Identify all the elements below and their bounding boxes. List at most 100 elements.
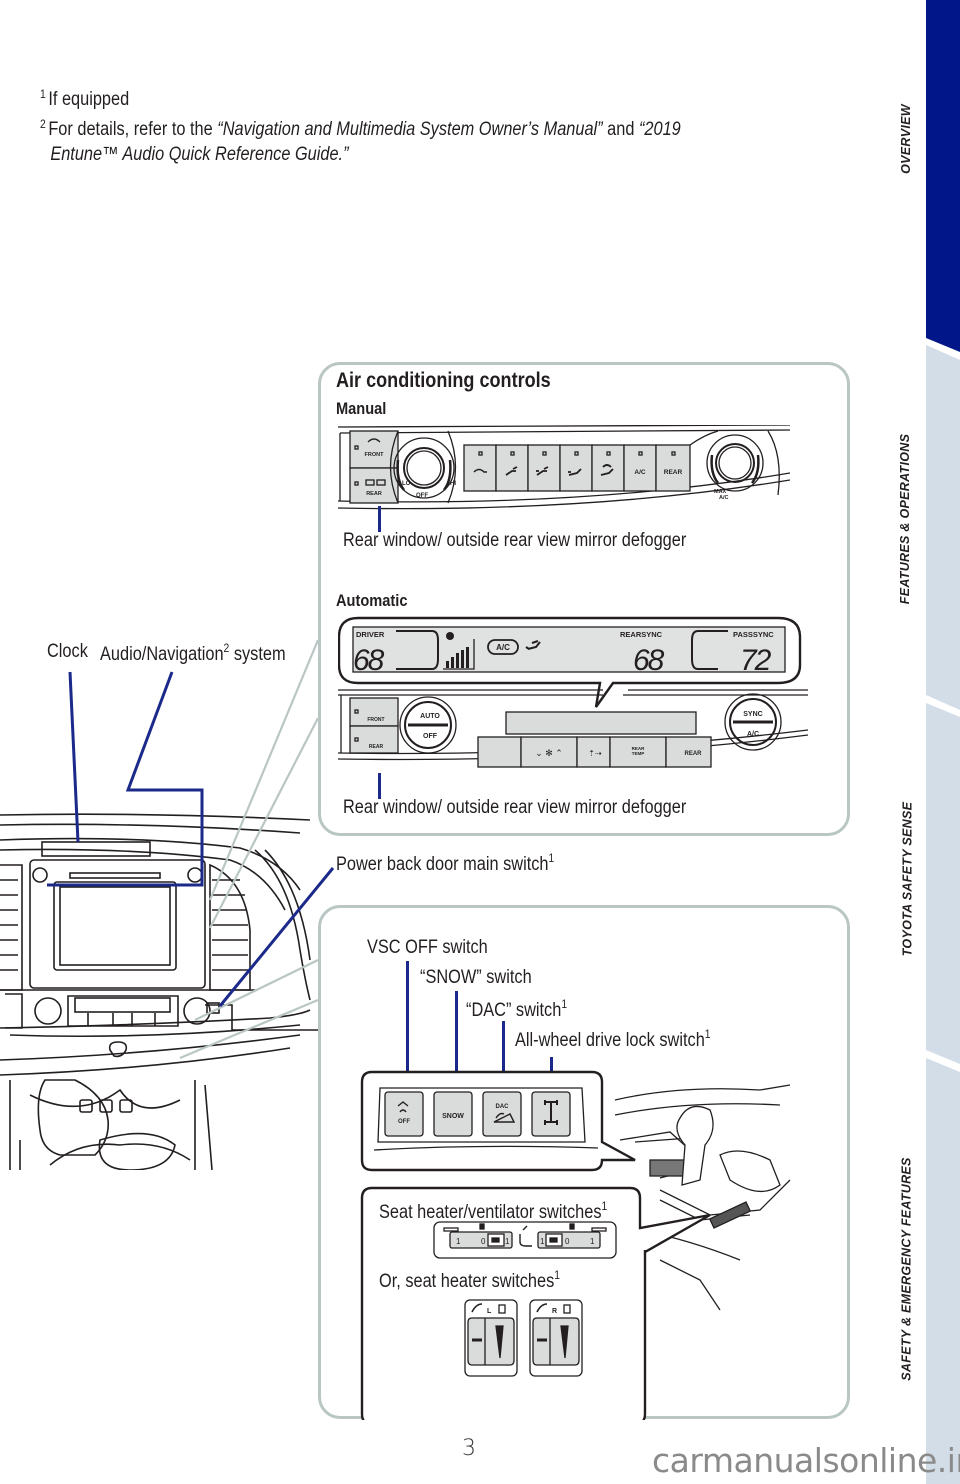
manual-heading: Manual [336, 399, 387, 418]
awd-lock-label: All-wheel drive lock switch1 [515, 1027, 711, 1051]
svg-text:FRONT: FRONT [365, 452, 385, 458]
svg-text:A/C: A/C [719, 495, 729, 501]
svg-text:A/C: A/C [496, 643, 510, 652]
audio-nav-label: Audio/Navigation2 system [100, 641, 286, 665]
svg-text:DAC: DAC [496, 1104, 510, 1110]
side-tab-strip [926, 0, 960, 1484]
svg-text:LO: LO [402, 481, 411, 487]
shifter [676, 1105, 714, 1186]
recirculation-button [463, 444, 497, 492]
automatic-heading: Automatic [336, 591, 408, 610]
svg-text:R: R [552, 1308, 557, 1315]
svg-text:REAR: REAR [366, 491, 382, 497]
temperature-dial [706, 434, 764, 492]
manual-rear-defog-label: Rear window/ outside rear view mirror de… [343, 530, 687, 551]
fan-icon [446, 632, 454, 640]
rear-climate-button [655, 444, 691, 492]
svg-text:SYNC: SYNC [743, 711, 762, 718]
dashboard-illustration [0, 813, 340, 1170]
ac-panel-title: Air conditioning controls [336, 369, 551, 392]
tab-features-bg [926, 345, 960, 710]
leader-audio-nav [47, 671, 204, 887]
svg-text:0: 0 [481, 1237, 486, 1246]
page-number: 3 [462, 1436, 476, 1461]
svg-text:REAR: REAR [664, 469, 683, 476]
gear-shifter [37, 1079, 110, 1156]
touchscreen [53, 881, 177, 971]
svg-text:REAR: REAR [369, 744, 384, 750]
seat-heater-switch-left [464, 1299, 518, 1377]
automatic-ac-panel: DRIVER 68 A/C REARSYNC 68 PASSSYNC 72 FR… [338, 616, 808, 768]
svg-text:1: 1 [590, 1237, 595, 1246]
watermark: carmanualsonline.info [652, 1441, 960, 1480]
svg-text:HI: HI [450, 481, 456, 487]
svg-text:A/C: A/C [634, 469, 646, 476]
sync-dial [724, 693, 782, 751]
svg-text:SNOW: SNOW [442, 1113, 464, 1120]
console-switch-illustration: OFF SNOW DAC 1 0 1 1 0 1 L R [360, 1070, 791, 1420]
leader-vsc-off [406, 961, 409, 1094]
dac-label: “DAC” switch1 [466, 997, 568, 1021]
auto-rear-button [665, 736, 712, 768]
seat-heater-label: Or, seat heater switches1 [379, 1268, 561, 1292]
status-display-strip [505, 711, 697, 735]
svg-text:1: 1 [456, 1237, 461, 1246]
floor-vent-button [559, 444, 593, 492]
ac-indicator [487, 639, 519, 655]
leader-auto-rear-defog [378, 773, 381, 799]
svg-text:⌄ ✻ ⌃: ⌄ ✻ ⌃ [535, 748, 563, 758]
snow-label: “SNOW” switch [420, 967, 532, 988]
leader-dac [502, 1021, 505, 1094]
leader-manual-rear-defog [378, 506, 381, 532]
auto-mode-button [576, 736, 611, 768]
svg-text:68: 68 [633, 644, 665, 677]
leader-power-back-door [218, 867, 335, 1007]
seat-heater-vent-label: Seat heater/ventilator switches1 [379, 1199, 608, 1223]
svg-text:REAR: REAR [632, 746, 646, 751]
svg-text:PASSSYNC: PASSSYNC [733, 630, 774, 639]
manual-ac-panel: FRONT REAR LO HI OFF A/C REAR MAX A/C [338, 425, 790, 510]
svg-text:72: 72 [740, 644, 772, 677]
svg-text:⇡⇢: ⇡⇢ [588, 749, 602, 758]
vsc-icon [397, 1101, 409, 1113]
svg-text:REAR: REAR [684, 751, 702, 757]
footnote-2-continuation: Entune™ Audio Quick Reference Guide.” [50, 144, 349, 165]
svg-text:OFF: OFF [398, 1119, 410, 1125]
auto-front-defrost-button [349, 697, 399, 727]
auto-dial [399, 696, 457, 754]
clock-display [41, 841, 151, 857]
seat-callout-bubble [360, 1186, 711, 1420]
svg-text:A/C: A/C [747, 731, 759, 738]
svg-text:1: 1 [505, 1237, 510, 1246]
clock-label: Clock [47, 641, 88, 662]
leader-snow [455, 991, 458, 1094]
face-vent-button [495, 444, 529, 492]
svg-text:68: 68 [353, 644, 385, 677]
fan-level-bars [446, 647, 469, 668]
power-back-door-label: Power back door main switch1 [336, 851, 555, 875]
auto-recirc-button [477, 736, 522, 768]
svg-text:1: 1 [540, 1237, 545, 1246]
seat-heater-switch-right [529, 1299, 583, 1377]
tab-emergency-bg [926, 1058, 960, 1484]
tab-safety-sense-bg [926, 703, 960, 1064]
awd-lock-icon [544, 1100, 558, 1125]
svg-text:MAX: MAX [714, 489, 727, 495]
lcd-display [352, 626, 786, 673]
snow-button [433, 1091, 473, 1137]
vsc-off-label: VSC OFF switch [367, 937, 488, 958]
svg-text:REARSYNC: REARSYNC [620, 630, 663, 639]
svg-text:FRONT: FRONT [367, 717, 384, 723]
floor-defrost-button [591, 444, 625, 492]
auto-rear-defog-label: Rear window/ outside rear view mirror de… [343, 797, 687, 818]
svg-text:AUTO: AUTO [420, 713, 440, 720]
dac-icon [493, 1112, 516, 1123]
seat-vent-icon [519, 1225, 532, 1247]
fan-speed-dial [393, 437, 455, 499]
svg-text:L: L [487, 1308, 492, 1315]
seat-heater-vent-switch [433, 1221, 617, 1259]
